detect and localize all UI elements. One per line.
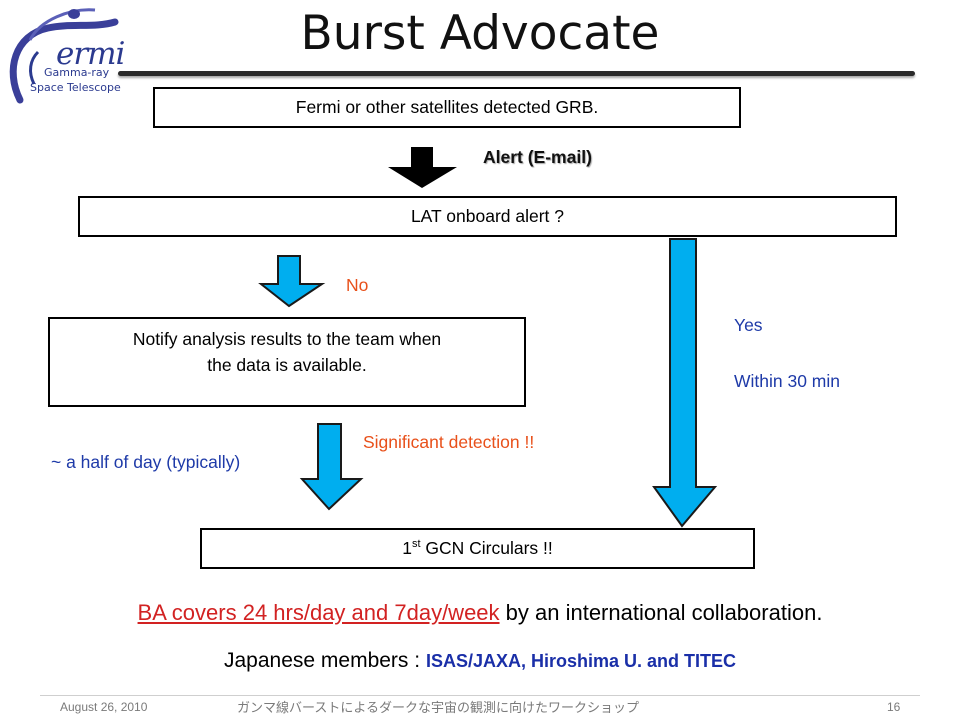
title-divider [118, 71, 915, 76]
logo-wordmark: ermi [56, 36, 125, 72]
no-label: No [346, 275, 369, 295]
notify-box: Notify analysis results to the team when… [48, 317, 526, 407]
logo-tagline-1: Gamma-ray [44, 66, 110, 79]
gcn-superscript: st [411, 538, 421, 551]
japanese-members-line: Japanese members : ISAS/JAXA, Hiroshima … [0, 649, 960, 673]
detection-box: Fermi or other satellites detected GRB. [153, 87, 741, 128]
half-day-label: ~ a half of day (typically) [51, 452, 241, 472]
coverage-highlight: BA covers 24 hrs/day and 7day/week [137, 600, 500, 625]
fermi-logo [0, 0, 128, 110]
footer-divider [40, 695, 920, 696]
footer-date: August 26, 2010 [60, 700, 148, 714]
logo-tagline-2: Space Telescope [30, 81, 121, 94]
down-arrow-half-day-icon [299, 423, 364, 511]
coverage-rest: by an international collaboration. [499, 600, 823, 625]
japanese-members-list: ISAS/JAXA, Hiroshima U. and TITEC [425, 651, 736, 671]
footer-page-number: 16 [887, 700, 901, 714]
down-arrow-no-icon [258, 255, 326, 308]
significant-detection-label: Significant detection !! [363, 432, 535, 452]
footer-event-title: ガンマ線バーストによるダークな宇宙の観測に向けたワークショップ [237, 701, 639, 716]
gcn-circulars-box: 1st GCN Circulars !! [200, 528, 755, 569]
within-30-min-label: Within 30 min [734, 371, 841, 391]
gcn-prefix: 1 [402, 538, 412, 558]
fermi-swirl-icon [9, 8, 119, 104]
coverage-statement: BA covers 24 hrs/day and 7day/week by an… [0, 600, 960, 626]
lat-alert-box: LAT onboard alert ? [78, 196, 897, 237]
down-arrow-black-icon [388, 147, 457, 188]
page-title: Burst Advocate [300, 6, 660, 61]
alert-email-label: Alert (E-mail) [483, 147, 592, 167]
gcn-text: GCN Circulars !! [420, 538, 553, 558]
japanese-members-prefix: Japanese members : [224, 649, 426, 672]
notify-line-1: Notify analysis results to the team when [132, 329, 442, 349]
notify-line-2: the data is available. [207, 355, 367, 375]
down-arrow-yes-icon [652, 238, 718, 528]
yes-label: Yes [734, 315, 763, 335]
